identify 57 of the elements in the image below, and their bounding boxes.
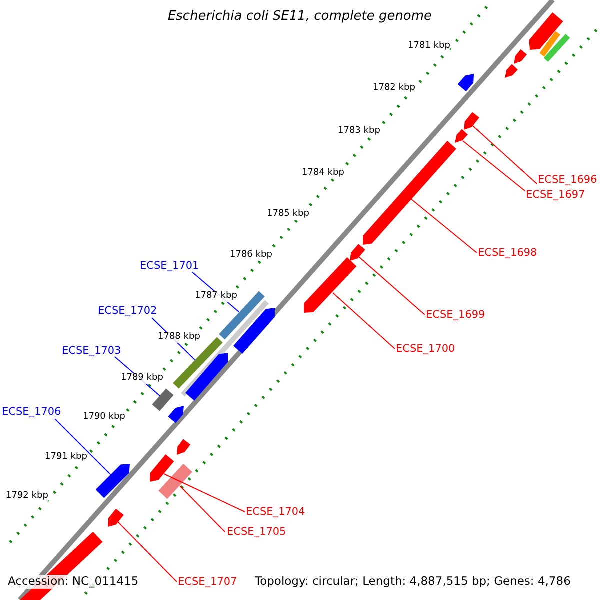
gene-bar xyxy=(455,129,468,143)
gene-bar xyxy=(544,34,570,62)
leader-line xyxy=(118,522,178,582)
gene-bar xyxy=(152,388,174,412)
gene-bar xyxy=(219,291,265,340)
tick-label: 1787 kbp xyxy=(195,291,238,302)
leader-line xyxy=(54,418,112,476)
gene-bar xyxy=(108,508,124,527)
gene-label: ECSE_1705 xyxy=(227,526,286,539)
tick-label: 1788 kbp xyxy=(158,332,200,343)
leader-line xyxy=(332,292,396,350)
tick-label: 1783 kbp xyxy=(338,126,380,137)
leader-line xyxy=(462,140,526,192)
leader-line xyxy=(410,198,478,254)
gene-bar xyxy=(234,308,275,354)
gene-label: ECSE_1702 xyxy=(98,305,158,318)
gene-bar xyxy=(464,112,480,130)
gene-bar xyxy=(540,31,560,57)
gene-label: ECSE_1706 xyxy=(2,406,62,419)
gene-label: ECSE_1700 xyxy=(396,343,456,356)
gene-bar xyxy=(177,439,191,455)
gene-label: ECSE_1707 xyxy=(178,576,238,589)
gene-bar xyxy=(505,64,518,78)
gene-bar xyxy=(168,406,184,424)
tick-label: 1786 kbp xyxy=(230,250,272,261)
info-text: Topology: circular; Length: 4,887,515 bp; Genes: 4,786 xyxy=(255,575,571,589)
tick-label: 1790 kbp xyxy=(83,412,126,423)
gene-bar xyxy=(514,49,528,64)
gene-bar xyxy=(186,353,228,401)
gene-label: ECSE_1703 xyxy=(62,345,122,358)
title: Escherichia coli SE11, complete genome xyxy=(166,9,434,25)
gene-bar xyxy=(350,244,366,261)
gene-bar xyxy=(458,74,474,92)
gene-label: ECSE_1696 xyxy=(538,174,598,187)
leader-line xyxy=(164,474,246,512)
tick-label: 1781 kbp xyxy=(408,41,450,52)
tick-label: 1785 kbp xyxy=(267,209,310,220)
gene-bar xyxy=(150,454,174,482)
leader-line xyxy=(472,126,538,184)
gene-bar xyxy=(96,464,130,498)
gene-bar xyxy=(529,12,564,50)
tick-label: 1791 kbp xyxy=(45,452,88,463)
gene-label: ECSE_1697 xyxy=(526,189,586,202)
tick-label: 1784 kbp xyxy=(302,168,344,179)
gene-bar xyxy=(304,258,357,313)
gene-label: ECSE_1699 xyxy=(426,309,486,322)
leader-line xyxy=(358,256,426,316)
info-text: Accession: NC_011415 xyxy=(8,575,139,589)
gene-bar xyxy=(363,141,456,245)
gene-label: ECSE_1701 xyxy=(140,260,200,273)
gene-label: ECSE_1698 xyxy=(478,247,538,260)
gene-bar xyxy=(158,464,192,500)
tick-label: 1782 kbp xyxy=(373,83,416,94)
gene-label: ECSE_1704 xyxy=(246,506,306,519)
tick-label: 1789 kbp xyxy=(121,373,164,384)
tick-label: 1792 kbp xyxy=(6,491,48,502)
leader-line xyxy=(180,486,226,532)
